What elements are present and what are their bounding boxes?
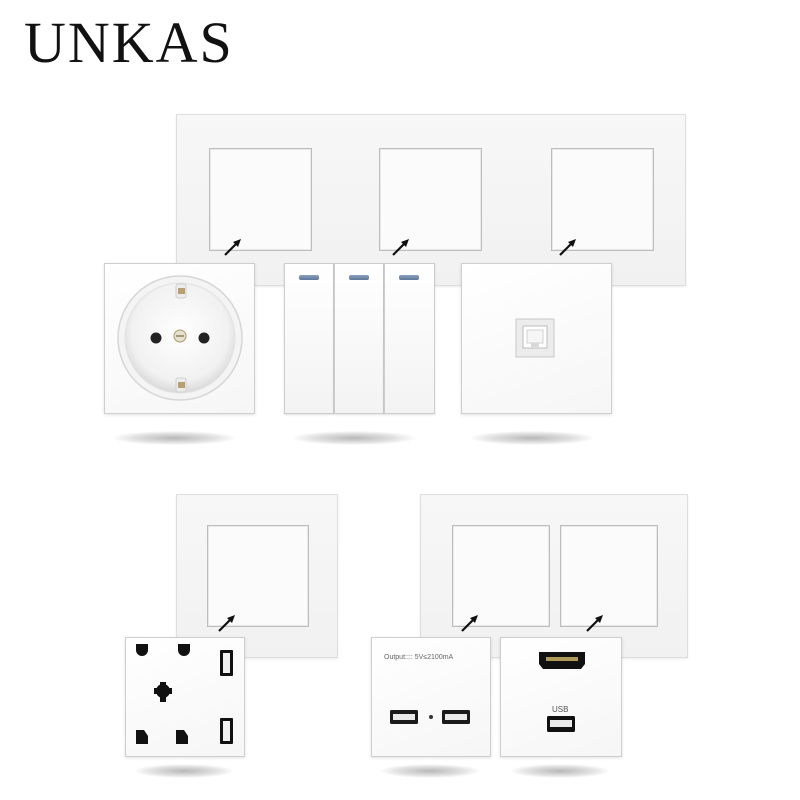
ethernet-port-icon bbox=[515, 318, 555, 358]
triple-glass-frame bbox=[176, 114, 686, 286]
insert-arrow-icon bbox=[218, 615, 235, 632]
frame-slot-right bbox=[560, 525, 658, 627]
universal-socket-usb-module bbox=[125, 637, 245, 757]
module-shadow bbox=[470, 431, 594, 445]
switch-rocker-3[interactable] bbox=[384, 263, 435, 414]
usb-port-label: USB bbox=[552, 705, 569, 714]
switch-rocker-1[interactable] bbox=[284, 263, 334, 414]
usb-charger-module: Output:::: 5V≤2100mA bbox=[371, 637, 491, 757]
insert-arrow-icon bbox=[392, 239, 409, 256]
insert-arrow-icon bbox=[461, 615, 478, 632]
schuko-socket-icon bbox=[117, 275, 243, 401]
frame-slot-left bbox=[452, 525, 550, 627]
module-shadow bbox=[292, 431, 416, 445]
frame-slot-1 bbox=[209, 148, 312, 251]
frame-slot-3 bbox=[551, 148, 654, 251]
frame-slot-single bbox=[207, 525, 309, 627]
brand-logo: UNKAS bbox=[24, 10, 234, 75]
ethernet-socket-module bbox=[461, 263, 612, 414]
universal-socket-icon bbox=[136, 644, 233, 744]
usb-ports-icon bbox=[390, 710, 470, 724]
single-glass-frame bbox=[176, 494, 338, 658]
module-shadow bbox=[510, 764, 610, 778]
hdmi-usb-module: USB bbox=[500, 637, 622, 757]
double-glass-frame bbox=[420, 494, 688, 658]
hdmi-port-icon bbox=[539, 652, 585, 732]
indicator-led-icon bbox=[349, 275, 369, 280]
insert-arrow-icon bbox=[586, 615, 603, 632]
module-shadow bbox=[112, 431, 236, 445]
indicator-led-icon bbox=[299, 275, 319, 280]
frame-slot-2 bbox=[379, 148, 482, 251]
module-shadow bbox=[134, 764, 234, 778]
insert-arrow-icon bbox=[559, 239, 576, 256]
module-shadow bbox=[380, 764, 480, 778]
switch-rocker-2[interactable] bbox=[334, 263, 384, 414]
output-rating-label: Output:::: 5V≤2100mA bbox=[384, 654, 454, 661]
schuko-socket-module bbox=[104, 263, 255, 414]
indicator-led-icon bbox=[399, 275, 419, 280]
insert-arrow-icon bbox=[224, 239, 241, 256]
triple-switch-module bbox=[284, 263, 435, 414]
